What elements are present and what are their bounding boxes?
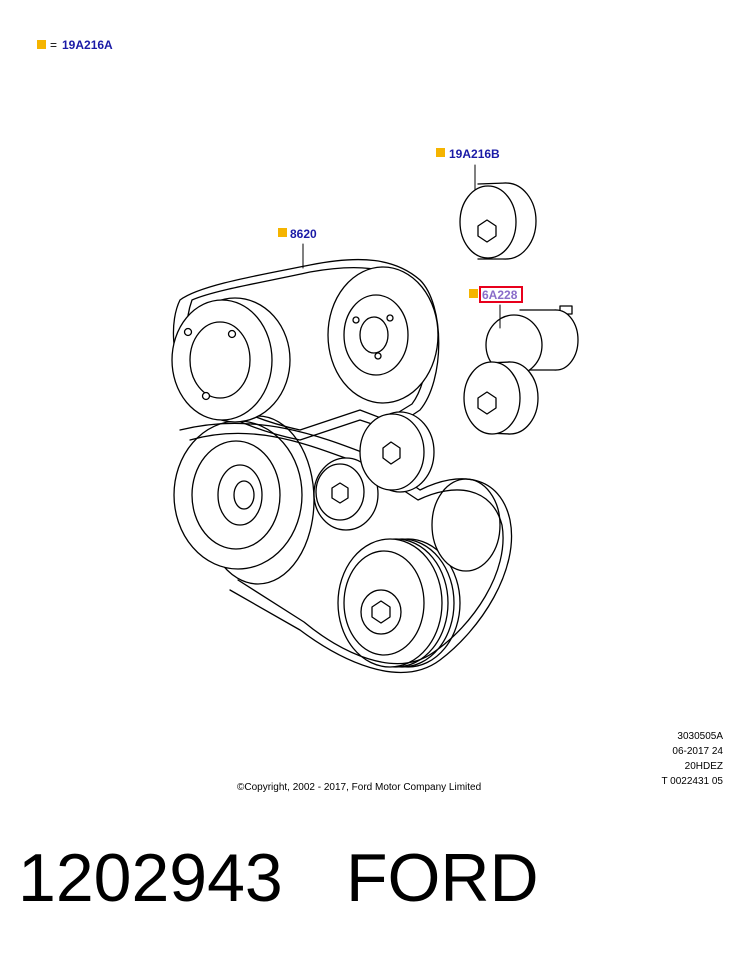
water-pump-pulley: [171, 297, 291, 423]
square-marker-icon: [436, 148, 445, 157]
part-label-8620[interactable]: 8620: [290, 227, 317, 241]
legend-equals: =: [50, 38, 58, 52]
meta-line: 3030505A: [677, 731, 723, 742]
legend-part-label: 19A216A: [62, 38, 113, 52]
square-marker-icon: [37, 40, 46, 49]
highlight-box: [479, 286, 523, 303]
small-idler-right: [431, 478, 501, 572]
meta-line: 20HDEZ: [684, 761, 723, 772]
crankshaft-pulley: [173, 415, 315, 585]
tensioner-6A228: [463, 305, 579, 435]
copyright-text: ©Copyright, 2002 - 2017, Ford Motor Comp…: [237, 782, 482, 793]
alternator-pulley: [337, 538, 461, 668]
square-marker-icon: [278, 228, 287, 237]
drawing-meta: 3030505A 06-2017 24 20HDEZ T 0022431 05: [661, 729, 723, 789]
lower-belt: [179, 422, 513, 674]
brand-name: FORD: [346, 840, 539, 916]
meta-line: T 0022431 05: [661, 776, 723, 787]
part-label-19A216B[interactable]: 19A216B: [449, 147, 500, 161]
part-number: 1202943: [18, 840, 283, 916]
middle-idler-upper: [359, 411, 435, 493]
square-marker-icon: [469, 289, 478, 298]
upper-right-pulley: [327, 266, 439, 404]
part-label-6A228[interactable]: 6A228: [482, 288, 518, 302]
meta-line: 06-2017 24: [672, 746, 723, 757]
middle-idler-lower: [313, 457, 379, 531]
idler-pulley-19A216B: [459, 182, 537, 260]
